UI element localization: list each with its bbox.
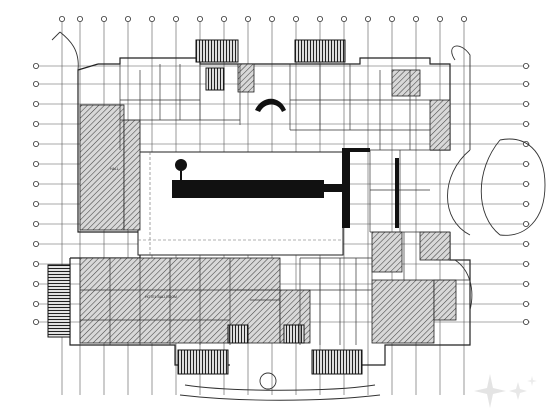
- grid-marker-left: [33, 260, 40, 267]
- grid-marker-left: [33, 101, 40, 108]
- grid-marker-left: [33, 280, 40, 287]
- grid-marker-top: [77, 15, 84, 22]
- grid-marker-right: [523, 260, 530, 267]
- grid-marker-right: [523, 81, 530, 88]
- stair-blocks: [47, 39, 363, 375]
- stair-north-east: [294, 39, 346, 63]
- grid-marker-right: [523, 220, 530, 227]
- grid-marker-right: [523, 160, 530, 167]
- grid-marker-left: [33, 200, 40, 207]
- grid-marker-top: [316, 15, 323, 22]
- grid-marker-left: [33, 220, 40, 227]
- dark-elements: [178, 98, 399, 228]
- grid-marker-left: [33, 300, 40, 307]
- west-wing-hall: [79, 104, 125, 231]
- grid-marker-right: [523, 280, 530, 287]
- grid-marker-top: [59, 15, 66, 22]
- grid-marker-top: [172, 15, 179, 22]
- grid-marker-left: [33, 160, 40, 167]
- grid-marker-top: [436, 15, 443, 22]
- grid-marker-top: [268, 15, 275, 22]
- grid-marker-right: [523, 240, 530, 247]
- grid-marker-right: [523, 180, 530, 187]
- grid-marker-left: [33, 240, 40, 247]
- grid-marker-top: [148, 15, 155, 22]
- grid-marker-top: [460, 15, 467, 22]
- grid-marker-top: [388, 15, 395, 22]
- grid-marker-left: [33, 121, 40, 128]
- grid-marker-top: [340, 15, 347, 22]
- grid-marker-top: [412, 15, 419, 22]
- grid-marker-left: [33, 140, 40, 147]
- grid-marker-right: [523, 63, 530, 70]
- site-landscape: [51, 31, 546, 401]
- grid-marker-top: [220, 15, 227, 22]
- grid-marker-left: [33, 318, 40, 325]
- grid-marker-left: [33, 180, 40, 187]
- grid-marker-right: [523, 101, 530, 108]
- grid-marker-top: [196, 15, 203, 22]
- central-courtyard: [137, 151, 344, 256]
- grid-marker-top: [101, 15, 108, 22]
- grid-marker-top: [364, 15, 371, 22]
- reflecting-pool: [172, 180, 324, 198]
- grid-marker-right: [523, 121, 530, 128]
- stair-north-west: [195, 39, 239, 63]
- grid-marker-top: [292, 15, 299, 22]
- interior-partitions: [80, 64, 470, 345]
- stair-west: [47, 264, 71, 338]
- grid-marker-right: [523, 318, 530, 325]
- grid-marker-left: [33, 81, 40, 88]
- stair-south-west: [177, 349, 229, 375]
- room-label-hall: HALL: [110, 167, 119, 171]
- grid-marker-right: [523, 200, 530, 207]
- grid-marker-right: [523, 300, 530, 307]
- sparkle-logo-icon: [474, 374, 537, 408]
- grid-marker-top: [125, 15, 132, 22]
- grid-marker-left: [33, 63, 40, 70]
- room-label-ballroom: HOTEL BALLROOM: [145, 295, 177, 299]
- stair-south-east: [311, 349, 363, 375]
- grid-marker-top: [244, 15, 251, 22]
- grid-axis-markers: [33, 15, 530, 325]
